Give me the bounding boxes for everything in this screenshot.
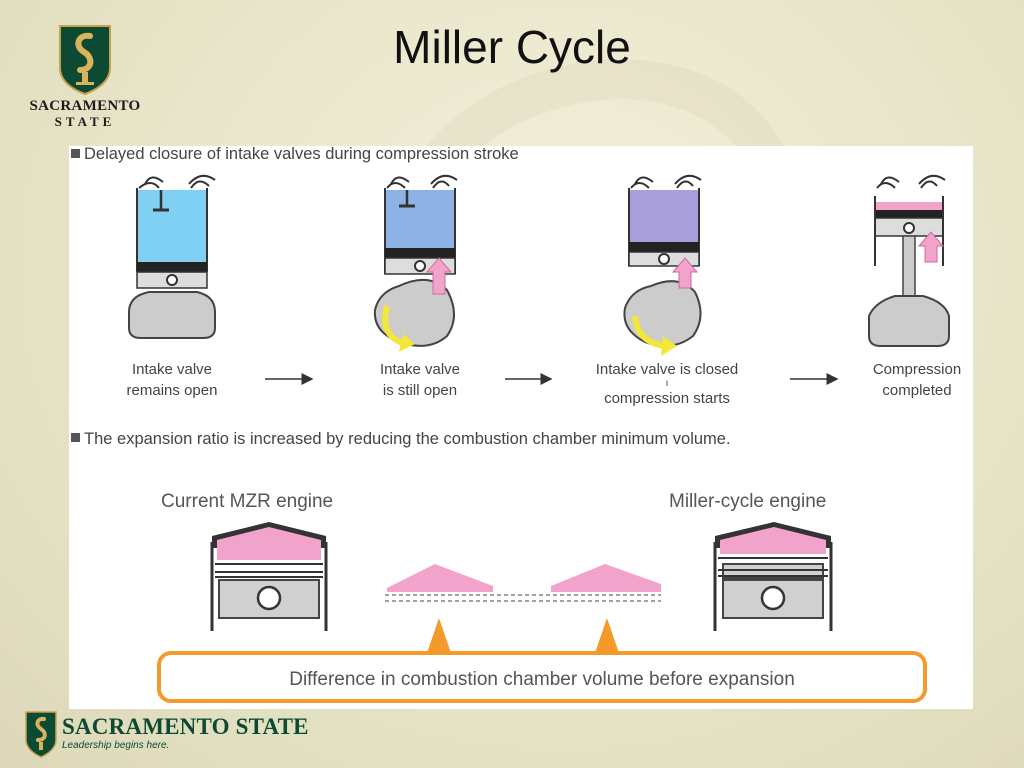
- callout-box: [157, 651, 927, 703]
- stage-3-label-line1: Intake valve is closed: [596, 361, 739, 378]
- engine-stage-2: Intake valve is still open: [373, 174, 460, 399]
- piston-up-arrow-2: [425, 257, 453, 295]
- footer-shield-icon: [25, 711, 57, 758]
- stage-1-label-line2: remains open: [127, 382, 218, 399]
- hornet-shield-icon: [59, 25, 111, 96]
- engine-stage-1: Intake valve remains open: [127, 174, 218, 399]
- rotation-arrow-2: [382, 305, 407, 347]
- footer-university-name: SACRAMENTO STATE: [62, 714, 309, 739]
- stage-4-label-line1: Compression: [873, 361, 961, 378]
- section1-bullet: [71, 149, 80, 158]
- section2-bullet: [71, 433, 80, 442]
- piston-up-arrow-3: [671, 257, 699, 289]
- callout-pointer-right: [595, 618, 619, 653]
- footer-tagline: Leadership begins here.: [62, 740, 170, 751]
- logo-text-line1: SACRAMENTO: [29, 98, 141, 114]
- stage-1-label-line1: Intake valve: [132, 361, 212, 378]
- mzr-engine-piston: [210, 522, 328, 631]
- piston-up-arrow-4: [917, 231, 945, 263]
- stage-2-label-line1: Intake valve: [380, 361, 460, 378]
- section1-heading: Delayed closure of intake valves during …: [84, 146, 519, 163]
- callout-pointer-left: [427, 618, 451, 653]
- logo-text-line2: STATE: [54, 114, 116, 129]
- stage-3-label-line2: compression starts: [604, 390, 730, 407]
- rotation-arrow-3: [632, 315, 666, 349]
- slide-title: Miller Cycle: [393, 21, 631, 73]
- stage-2-label-line2: is still open: [383, 382, 457, 399]
- engine-left-label: Current MZR engine: [161, 491, 333, 512]
- engine-stage-4: Compression completed: [868, 174, 961, 399]
- engine-stage-3: Intake valve is closed ı compression sta…: [596, 174, 739, 407]
- chamber-volume-comparison: [385, 564, 661, 602]
- stage-4-label-line2: completed: [882, 382, 951, 399]
- stage-3-label-separator: ı: [666, 378, 669, 389]
- callout-text: Difference in combustion chamber volume …: [289, 669, 795, 690]
- miller-cycle-diagram: Delayed closure of intake valves during …: [69, 146, 973, 709]
- engine-right-label: Miller-cycle engine: [669, 491, 826, 512]
- section2-heading: The expansion ratio is increased by redu…: [84, 430, 731, 448]
- miller-engine-piston: [713, 522, 833, 631]
